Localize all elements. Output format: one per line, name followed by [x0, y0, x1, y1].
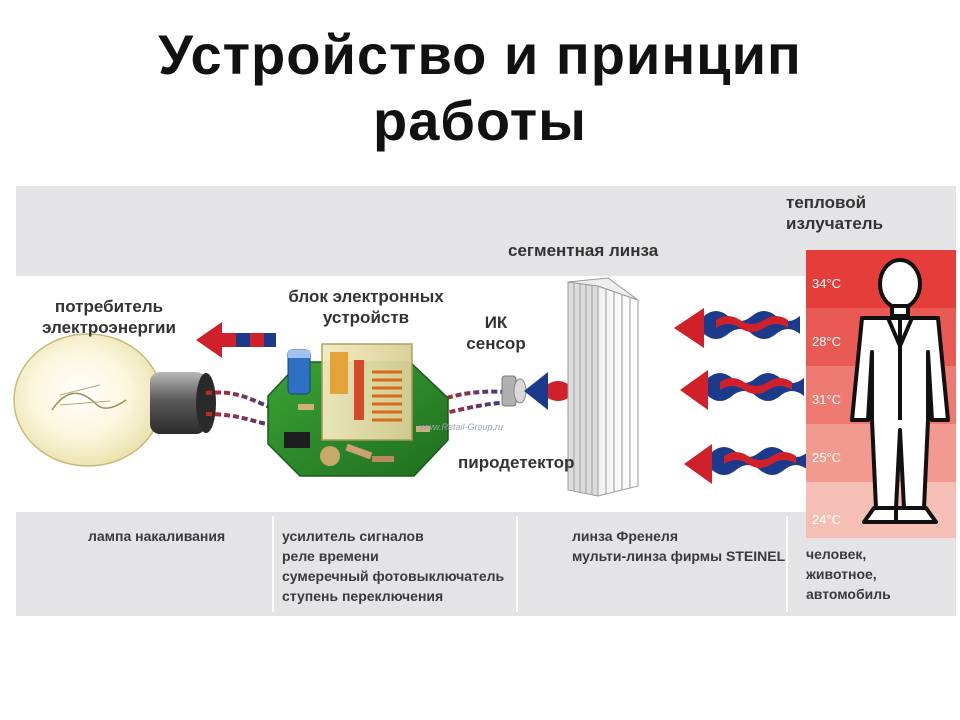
fresnel-lens-icon: [567, 277, 639, 497]
title-line-1: Устройство и принцип: [158, 23, 802, 86]
electronics-board: www.Retail-Group.ru: [267, 343, 503, 477]
temp-label: 25°C: [812, 450, 841, 465]
ir-sensor-icon: [501, 375, 527, 407]
heat-wave-arrow-icon: [684, 444, 808, 484]
temp-label: 31°C: [812, 392, 841, 407]
consumer-label: потребитель электроэнергии: [42, 297, 176, 337]
electronics-description: усилитель сигналов реле времени сумеречн…: [282, 528, 505, 604]
watermark: www.Retail-Group.ru: [420, 422, 503, 432]
top-band: [16, 186, 956, 276]
lens-description: линза Френеля мульти-линза фирмы STEINEL: [572, 528, 786, 564]
arrow-to-consumer-icon: [196, 322, 276, 358]
heat-wave-arrow-icon: [674, 308, 800, 348]
pyrodetector-label: пиродетектор: [458, 453, 575, 472]
heat-wave-arrow-icon: [680, 370, 804, 410]
ir-sensor-label: ИК сенсор: [466, 313, 526, 353]
temp-label: 24°C: [812, 512, 841, 527]
wire-lamp-board: [205, 390, 285, 430]
light-bulb-icon: [13, 333, 216, 467]
segment-lens-label: сегментная линза: [508, 241, 659, 260]
bottom-band-separator: [516, 516, 518, 612]
temp-label: 34°C: [812, 276, 841, 291]
bottom-band: [16, 512, 956, 616]
page-title: Устройство и принцип работы: [0, 22, 960, 154]
title-line-2: работы: [372, 89, 587, 152]
person-icon: [850, 258, 950, 524]
temp-label: 28°C: [812, 334, 841, 349]
bottom-band-separator: [272, 516, 274, 612]
source-description: человек, животное, автомобиль: [806, 546, 891, 602]
thermal-emitter-label: тепловой излучатель: [786, 193, 884, 233]
bottom-band-separator: [786, 516, 788, 612]
lamp-description: лампа накаливания: [88, 528, 226, 544]
electronics-block-label: блок электронных устройств: [288, 287, 444, 327]
